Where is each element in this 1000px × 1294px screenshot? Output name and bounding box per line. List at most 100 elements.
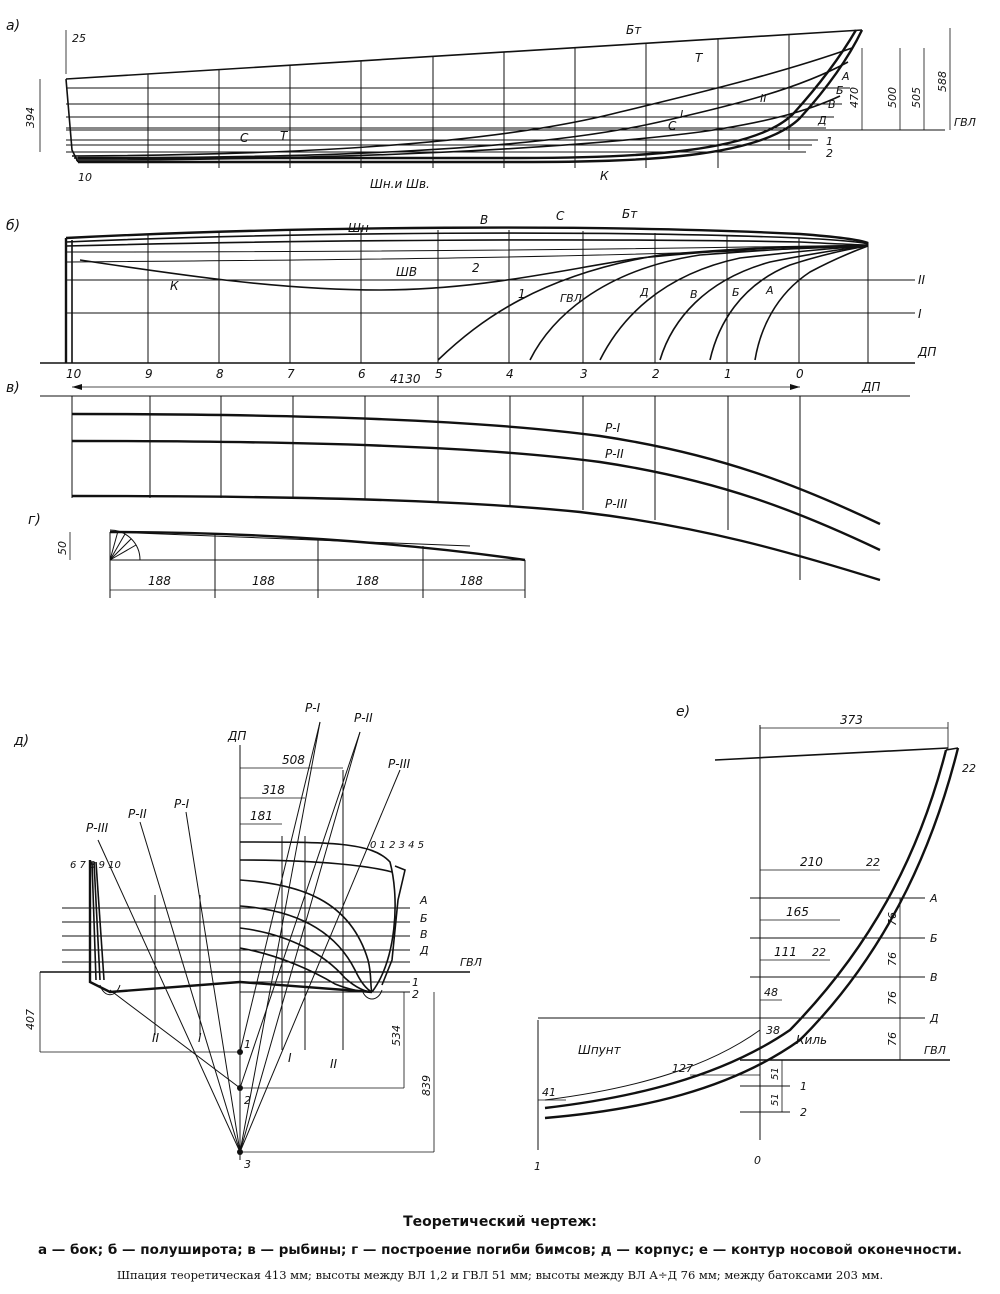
dim-188-a: 188 [148,574,171,588]
svg-text:1: 1 [724,367,732,381]
label-r1-left: Р-I [174,797,190,811]
fwd-keel [239,980,373,994]
svg-text:4: 4 [506,367,514,381]
panel-d-body-plan: д) ДП [13,701,482,1171]
svg-text:2: 2 [652,367,660,381]
dim-839: 839 [420,1075,433,1096]
label-d-d: Д [419,944,429,957]
label-bt-i-left: I [198,1031,202,1045]
label-ii-b: II [918,273,926,287]
label-r1: Р-I [605,421,621,435]
buttock-c-curve [75,95,841,161]
panel-e-label: е) [676,704,690,720]
label-r3: Р-III [605,497,628,511]
label-dp-v: ДП [861,380,880,394]
panel-b-label: б) [6,218,20,234]
fwd-section-0 [239,841,396,993]
dim-22-v: 22 [812,946,826,959]
point-1: 1 [244,1038,251,1051]
label-r3-top: Р-III [388,757,411,771]
dim-394: 394 [24,107,37,128]
waterline-v [659,245,869,361]
label-a-e: А [929,892,938,905]
dim-373: 373 [840,713,863,727]
label-gvl-d: ГВЛ [460,956,482,969]
label-shn: Шн [348,221,369,235]
label-wl2-e: 2 [800,1106,807,1119]
stem-outer [544,747,960,1120]
label-bt-b: Бт [622,207,638,221]
stem-inner [544,749,948,1110]
panel-a-profile: а) [6,18,976,191]
dim-505: 505 [910,87,923,108]
label-i: I [680,108,683,121]
panel-g-label: г) [28,512,41,528]
label-bt-ii-left: II [152,1031,160,1045]
dim-51-a: 51 [770,1067,781,1080]
dim-111: 111 [774,945,797,959]
label-gvl: ГВЛ [954,116,976,129]
panel-d-label: д) [13,733,29,749]
dim-318: 318 [262,783,285,797]
dim-48: 48 [764,986,778,999]
dim-41: 41 [542,1086,556,1099]
profile-waterlines [66,87,945,153]
dim-10: 10 [78,171,92,184]
label-r3-left: Р-III [86,821,109,835]
dim-76-a: 76 [886,912,899,926]
dim-51-b: 51 [770,1093,781,1106]
svg-text:9: 9 [145,367,153,381]
label-stations-fwd: 0 1 2 3 4 5 [370,840,424,851]
label-dp-b: ДП [917,345,936,359]
label-t: Т [695,51,704,65]
theoretical-drawing: а) [6,18,976,1173]
waterline-gvl [529,245,869,361]
dim-25: 25 [72,32,86,45]
label-k: К [600,169,609,183]
dim-188-c: 188 [356,574,379,588]
dim-470: 470 [848,87,861,108]
label-station-1: 1 [534,1160,541,1173]
dim-50: 50 [56,541,69,555]
label-bt-ii-right: II [330,1057,338,1071]
svg-text:3: 3 [580,367,588,381]
waterline-b [709,245,869,361]
label-c2: С [668,119,677,133]
label-kil: Киль [796,1033,827,1047]
caption-title: Теоретический чертеж: [403,1214,597,1230]
ribband-r2 [71,439,881,552]
label-stations-aft: 6 7 8 9 10 [70,860,121,871]
label-vv-b: В [690,288,698,301]
label-b-b: Б [732,286,740,299]
panel-e-bow-contour: е) 373 22 210 22 165 111 [534,704,976,1173]
sheer-line [65,29,863,80]
dim-76-c: 76 [886,991,899,1005]
label-r1-top: Р-I [305,701,321,715]
label-r2-top: Р-II [354,711,373,725]
label-v: В [828,98,836,111]
waterline-d [599,245,869,361]
svg-text:10: 10 [66,367,82,381]
label-bt-i-right: I [288,1051,292,1065]
dim-210: 210 [800,855,823,869]
dim-38: 38 [766,1024,780,1037]
label-b-e: Б [930,932,938,945]
keel-stem-line [78,29,864,164]
dim-500: 500 [886,87,899,108]
label-t2: Т [280,129,289,143]
label-v-e: В [930,971,938,984]
waterline-a [754,245,869,361]
ribband-r3 [71,494,881,582]
panel-g-camber: г) 50 188 188 188 188 [28,512,526,598]
label-2-b: 2 [472,261,480,275]
dim-181: 181 [250,809,273,823]
label-dp-d: ДП [227,729,246,743]
bow-waterlines [538,897,950,1113]
label-v-b: В [480,213,488,227]
label-station-0: 0 [754,1154,761,1167]
dim-508: 508 [282,753,305,767]
caption-note: Шпация теоретическая 413 мм; высоты межд… [116,1268,884,1282]
waterline-1 [437,245,869,361]
aft-section-outer [88,860,241,994]
svg-text:8: 8 [216,367,224,381]
